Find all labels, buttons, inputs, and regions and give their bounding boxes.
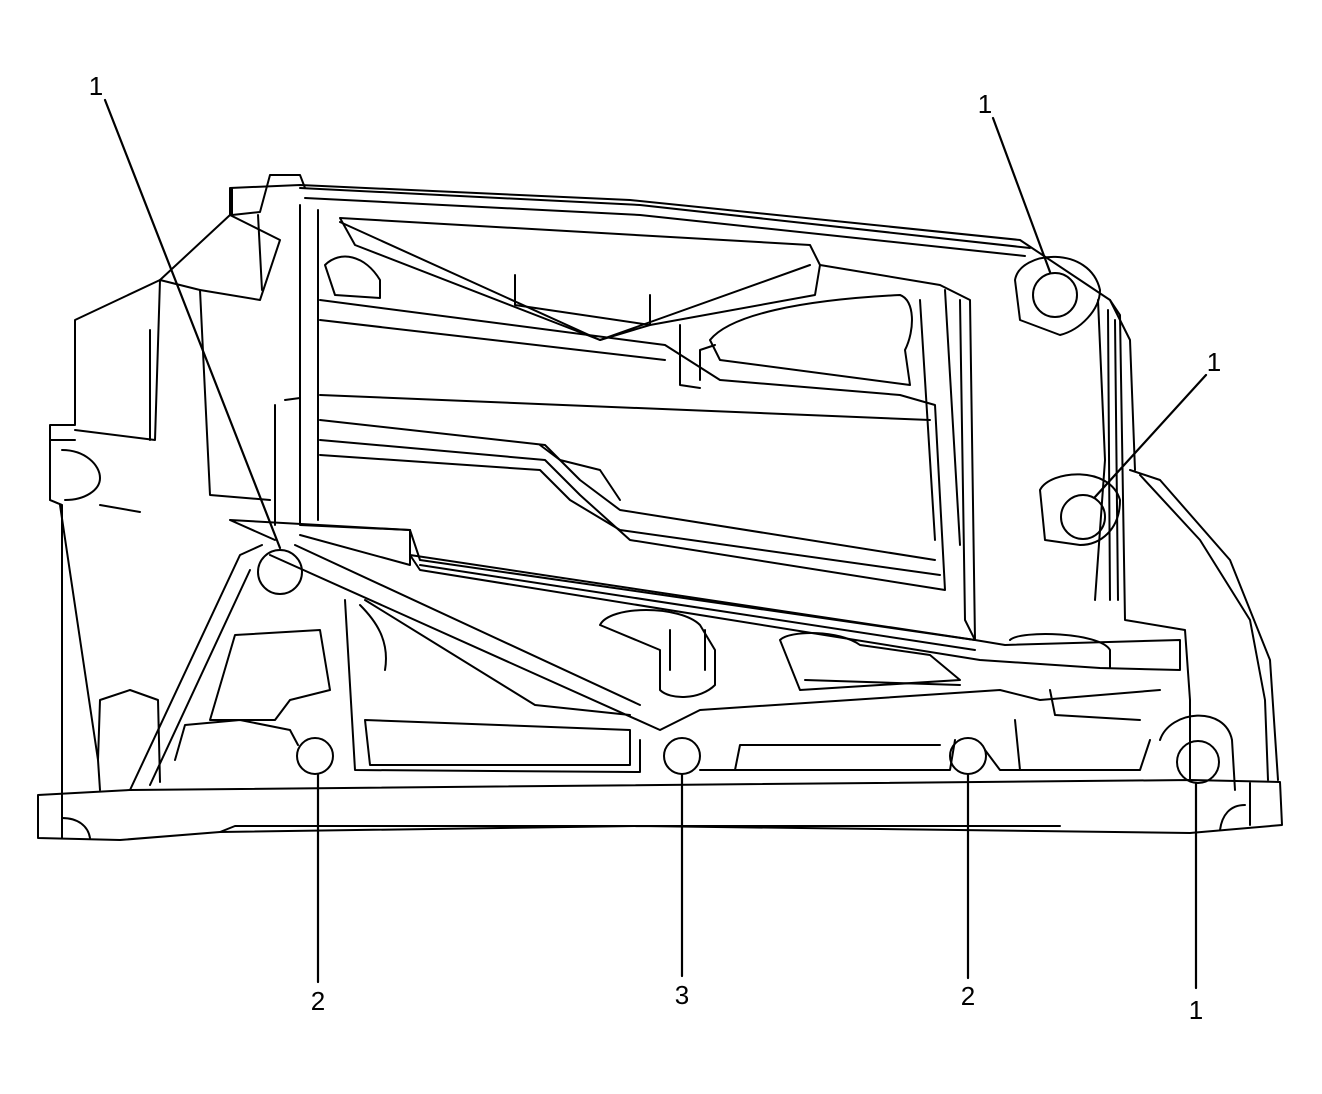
callout-label-2-left: 2 bbox=[310, 986, 326, 1016]
left-flank bbox=[97, 689, 161, 791]
leader-1-upper-left bbox=[103, 98, 282, 550]
leader-lines bbox=[103, 98, 1208, 990]
boss-upper-left-bolt-hole bbox=[257, 549, 303, 595]
leader-1-right-mid bbox=[1093, 373, 1208, 499]
boss-bottom-center-bolt-hole bbox=[663, 737, 701, 775]
boss-bottom-right-bolt-hole bbox=[1176, 740, 1220, 784]
bolt-bosses bbox=[257, 255, 1236, 791]
callout-label-1-upper-left: 1 bbox=[88, 71, 104, 101]
boss-right-mid-bolt-hole bbox=[1060, 494, 1106, 540]
callout-label-1-right-mid: 1 bbox=[1206, 347, 1222, 377]
callout-label-1-bottom-right: 1 bbox=[1188, 995, 1204, 1025]
case-body bbox=[37, 174, 1283, 841]
base-flange bbox=[37, 779, 1283, 841]
boss-bottom-left-bolt-hole bbox=[296, 737, 334, 775]
leader-1-top-right bbox=[991, 116, 1052, 274]
boss-top-right-bolt-hole bbox=[1032, 272, 1078, 318]
lower-web bbox=[129, 544, 1161, 791]
callout-label-2-right: 2 bbox=[960, 981, 976, 1011]
callout-label-3-center: 3 bbox=[674, 980, 690, 1010]
boss-bottom-mid-right-bolt-hole bbox=[949, 737, 987, 775]
callout-label-1-top-right: 1 bbox=[977, 89, 993, 119]
internal-structure bbox=[229, 204, 1181, 671]
